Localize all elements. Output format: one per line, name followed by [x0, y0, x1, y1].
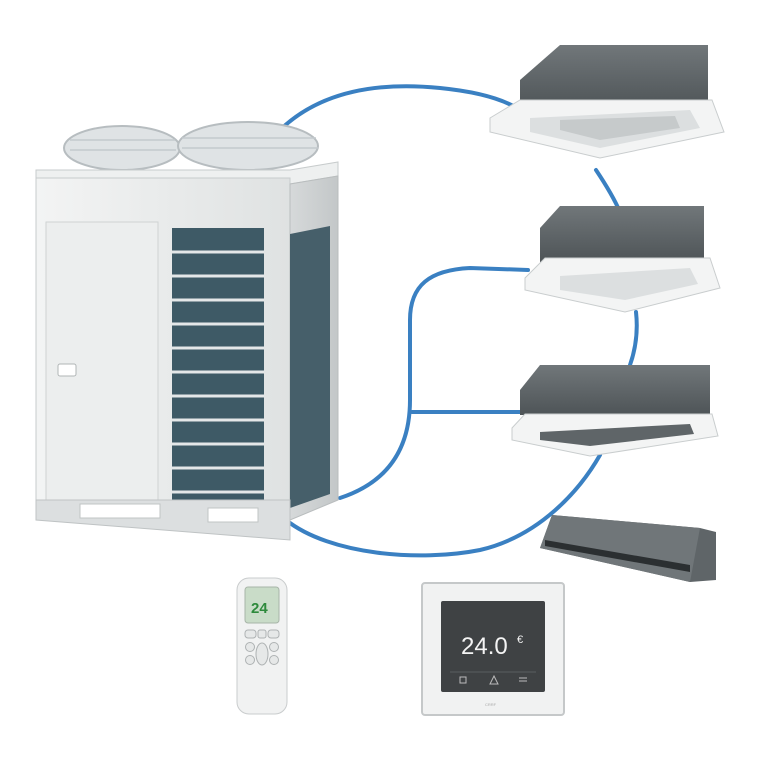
menu-icon[interactable] — [519, 677, 527, 682]
base-foot — [79, 503, 161, 519]
remote-lcd — [244, 586, 280, 624]
front-grille — [172, 228, 264, 506]
indoor-cassette-unit-2 — [524, 206, 721, 313]
schedule-icon[interactable] — [489, 674, 499, 685]
wall-thermostat[interactable]: 24.0 € CRRF — [421, 582, 565, 716]
pipe-cassette-1-to-2 — [594, 168, 622, 214]
service-panel — [45, 221, 159, 501]
pipe-cassette-2-to-3 — [628, 310, 639, 367]
indoor-duct-unit — [540, 515, 716, 582]
fan-guard-left — [63, 125, 181, 171]
handle — [57, 363, 77, 377]
pipe-to-cassette-1 — [276, 84, 522, 134]
fan-guard-right — [177, 121, 319, 171]
pipe-to-duct-unit — [284, 453, 602, 558]
outdoor-unit — [35, 121, 339, 541]
thermostat-unit: € — [517, 634, 523, 646]
fan-grille-lines — [70, 137, 318, 151]
remote-controller[interactable]: 24 — [236, 577, 288, 715]
mode-icon[interactable] — [459, 676, 467, 684]
thermostat-brand: CRRF — [485, 702, 497, 707]
side-grille — [290, 226, 330, 508]
refrigerant-pipes — [276, 84, 639, 558]
pipe-to-cassette-2 — [338, 265, 530, 500]
thermostat-screen — [441, 601, 545, 692]
remote-display-value: 24 — [251, 600, 268, 617]
indoor-cassette-unit-1 — [489, 45, 725, 159]
remote-buttons[interactable] — [244, 629, 280, 666]
indoor-cassette-unit-3 — [511, 365, 719, 457]
grille-slats — [172, 250, 264, 494]
thermostat-temperature: 24.0 — [461, 633, 508, 660]
base-foot — [207, 507, 259, 523]
